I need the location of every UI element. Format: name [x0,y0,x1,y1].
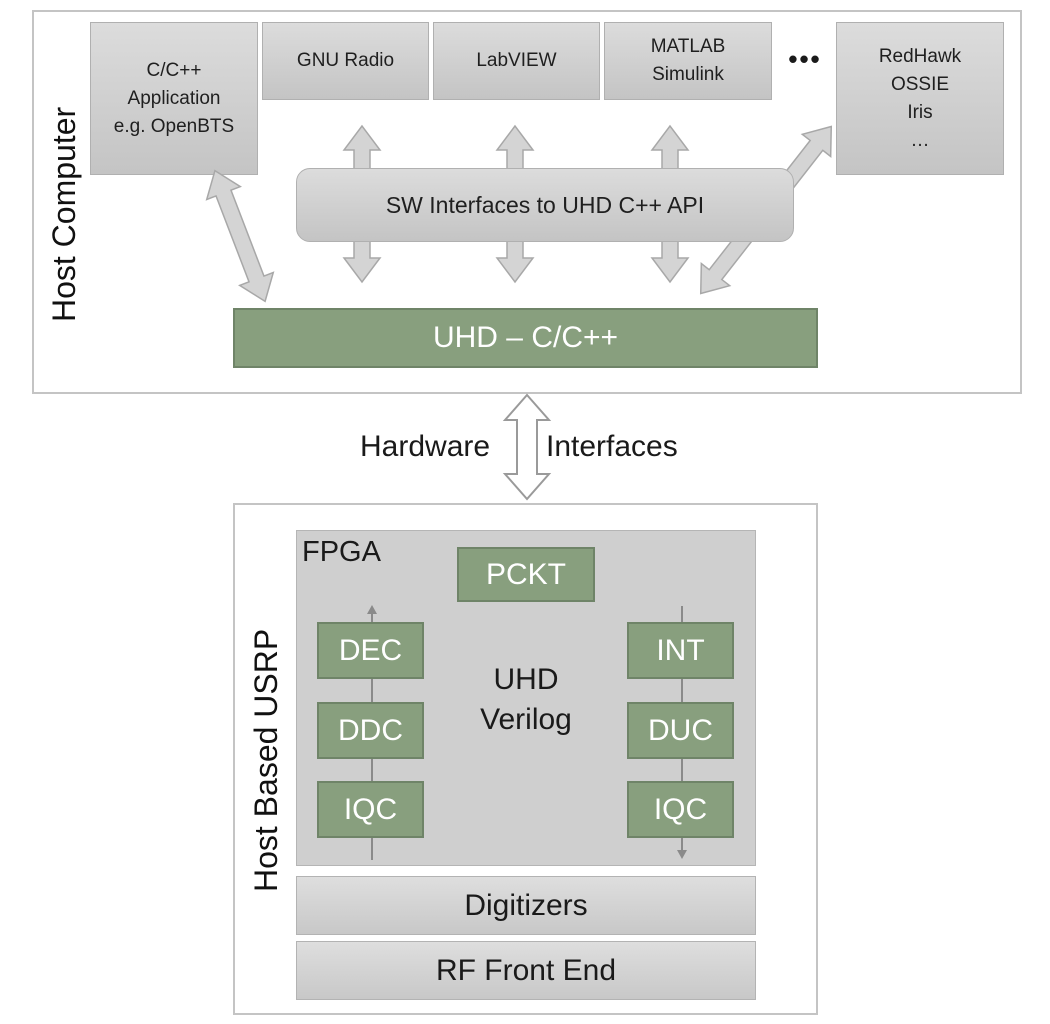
uhd-verilog-label: UHD Verilog [480,663,572,736]
fpga-label: FPGA [302,536,381,568]
rf-front-end-bar: RF Front End [296,941,756,1000]
uhd-cpp-bar: UHD – C/C++ [233,308,818,368]
app-labview-box: LabVIEW [433,22,600,100]
app-gnuradio-box: GNU Radio [262,22,429,100]
rx-ddc-block: DDC [317,702,424,759]
app-cpp-box: C/C++ Application e.g. OpenBTS [90,22,258,175]
pckt-block: PCKT [457,547,595,602]
sw-interfaces-bar: SW Interfaces to UHD C++ API [296,168,794,242]
tx-duc-block: DUC [627,702,734,759]
app-redhawk-box: RedHawk OSSIE Iris … [836,22,1004,175]
tx-iqc-block: IQC [627,781,734,838]
hardware-label: Hardware [360,430,491,463]
app-matlab-box: MATLAB Simulink [604,22,772,100]
ellipsis-dots: ••• [788,44,822,74]
rx-iqc-block: IQC [317,781,424,838]
arrow-cpp [205,169,275,303]
usrp-label: Host Based USRP [248,628,284,892]
hardware-interfaces-arrow [502,393,552,501]
interfaces-label: Interfaces [546,430,678,463]
rx-dec-block: DEC [317,622,424,679]
digitizers-bar: Digitizers [296,876,756,935]
tx-int-block: INT [627,622,734,679]
